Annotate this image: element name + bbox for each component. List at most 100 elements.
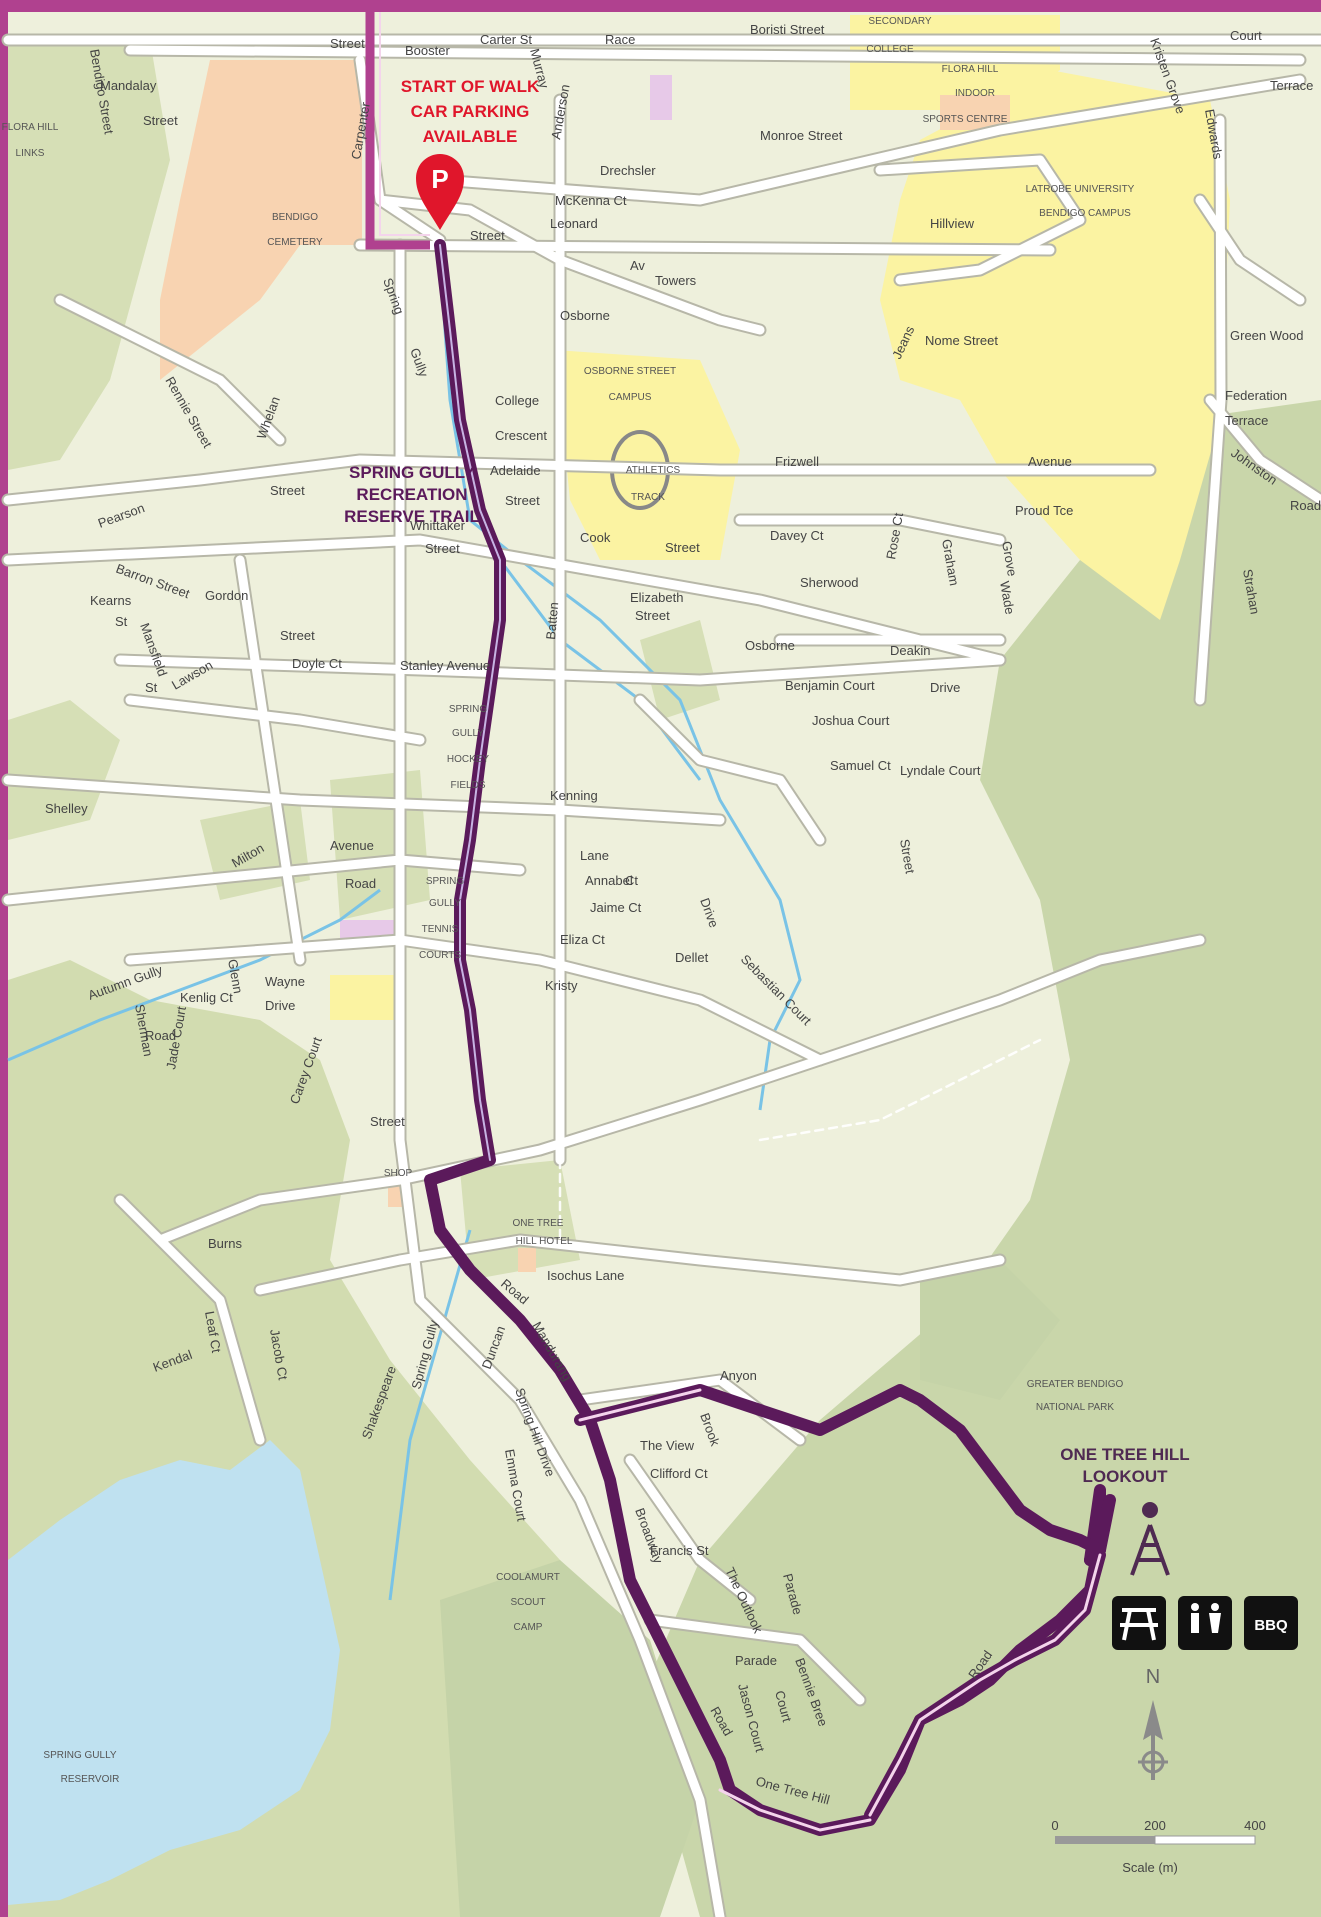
place-label: OSBORNE STREET: [584, 366, 676, 377]
cemetery-area: [160, 60, 362, 380]
scale-bar: 0 200 400 Scale (m): [1051, 1818, 1265, 1875]
walking-trail: [424, 239, 1116, 1836]
lookout-tower-icon: [1130, 1502, 1170, 1576]
street-label: Sherwood: [800, 575, 859, 590]
street-label: Davey Ct: [770, 528, 824, 543]
start-callout: START OF WALK CAR PARKING AVAILABLE: [401, 77, 540, 146]
street-label: Terrace: [1225, 413, 1268, 428]
place-label: CEMETERY: [267, 237, 323, 248]
street-label: Federation: [1225, 388, 1287, 403]
street-label: Lane: [580, 848, 609, 863]
street-label: Joshua Court: [812, 713, 890, 728]
street-label: Samuel Ct: [830, 758, 891, 773]
place-label: SPRING GULLY: [43, 1750, 116, 1761]
street-label: Terrace: [1270, 78, 1313, 93]
street-label: Green Wood: [1230, 328, 1303, 343]
place-label: CAMPUS: [609, 392, 652, 403]
street-label: Lyndale Court: [900, 763, 981, 778]
scale-tick-400: 400: [1244, 1818, 1266, 1833]
street-label: Drive: [930, 680, 960, 695]
street-label: Street: [635, 608, 670, 623]
trail-callout: SPRING GULLY RECREATION RESERVE TRAIL: [344, 463, 480, 526]
place-label: SPRING: [449, 704, 488, 715]
street-label: Court: [1230, 28, 1262, 43]
trail-line-1: SPRING GULLY: [349, 463, 476, 482]
street-label: Adelaide: [490, 463, 541, 478]
street-label: Francis St: [650, 1543, 709, 1558]
street-label: Avenue: [330, 838, 374, 853]
street-label: Towers: [655, 273, 697, 288]
north-arrow-icon: N: [1138, 1666, 1168, 1780]
place-label: COURTS: [419, 950, 461, 961]
street-label: Street: [270, 483, 305, 498]
street-label: Jaime Ct: [590, 900, 642, 915]
street-label: St: [145, 680, 158, 695]
street-label: Crescent: [495, 428, 547, 443]
flora-hill-sports: [940, 95, 1010, 130]
street-label: Eliza Ct: [560, 932, 605, 947]
street-label: Av: [630, 258, 645, 273]
street-label: Batten: [543, 602, 561, 641]
place-label: BENDIGO: [272, 212, 318, 223]
lookout-line-1: ONE TREE HILL: [1060, 1445, 1189, 1464]
bbq-label: BBQ: [1254, 1617, 1288, 1634]
place-label: INDOOR: [955, 88, 995, 99]
place-label: LATROBE UNIVERSITY: [1026, 184, 1135, 195]
place-label: NATIONAL PARK: [1036, 1402, 1114, 1413]
street-label: Burns: [208, 1236, 242, 1251]
place-label: FLORA HILL: [2, 122, 59, 133]
street-label: Mandalay: [100, 78, 157, 93]
street-label: Elizabeth: [630, 590, 683, 605]
place-label: SPORTS CENTRE: [923, 114, 1008, 125]
street-label: St: [115, 614, 128, 629]
start-line-2: CAR PARKING: [411, 102, 530, 121]
place-label: GREATER BENDIGO: [1027, 1379, 1124, 1390]
place-label: TRACK: [631, 492, 665, 503]
street-label: Race: [605, 32, 635, 47]
place-label: SHOP: [384, 1168, 413, 1179]
street-label: Cook: [580, 530, 611, 545]
street-label: Street: [280, 628, 315, 643]
picnic-table-icon: [1112, 1596, 1166, 1650]
street-label: Drechsler: [600, 163, 656, 178]
place-label: ONE TREE: [513, 1218, 564, 1229]
street-label: Road: [1290, 498, 1321, 513]
street-label: Avenue: [1028, 454, 1072, 469]
street-label: Grove: [999, 540, 1020, 577]
street-label: Kearns: [90, 593, 132, 608]
place-label: HOCKEY: [447, 754, 490, 765]
street-label: Doyle Ct: [292, 656, 342, 671]
place-label: GULLY: [429, 898, 461, 909]
bbq-icon: BBQ: [1244, 1596, 1298, 1650]
spring-gully-reservoir: [8, 1440, 340, 1905]
street-label: Clifford Ct: [650, 1466, 708, 1481]
street-label: Street: [330, 36, 365, 51]
street-label: Annabel: [585, 873, 633, 888]
street-label: Booster: [405, 43, 450, 58]
place-label: COOLAMURT: [496, 1572, 560, 1583]
street-label: Street: [143, 113, 178, 128]
street-label: Kenning: [550, 788, 598, 803]
place-label: LINKS: [16, 148, 45, 159]
parking-letter: P: [431, 164, 448, 194]
north-label: N: [1146, 1666, 1160, 1688]
street-label: Nome Street: [925, 333, 998, 348]
place-label: BENDIGO CAMPUS: [1039, 208, 1131, 219]
place-label: HILL HOTEL: [516, 1236, 573, 1247]
place-label: SCOUT: [511, 1597, 546, 1608]
street-label: Osborne: [560, 308, 610, 323]
street-label: Road: [145, 1028, 176, 1043]
street-label: Monroe Street: [760, 128, 843, 143]
street-label: Parade: [735, 1653, 777, 1668]
street-label: Street: [470, 228, 505, 243]
street-label: Deakin: [890, 643, 930, 658]
parking-marker[interactable]: P: [416, 154, 464, 230]
hotel-pad: [518, 1248, 536, 1272]
scale-tick-0: 0: [1051, 1818, 1058, 1833]
street-label: Kristy: [545, 978, 578, 993]
street-label: Drive: [265, 998, 295, 1013]
trail-line-3: RESERVE TRAIL: [344, 507, 480, 526]
street-label: Isochus Lane: [547, 1268, 624, 1283]
street-label: Frizwell: [775, 454, 819, 469]
